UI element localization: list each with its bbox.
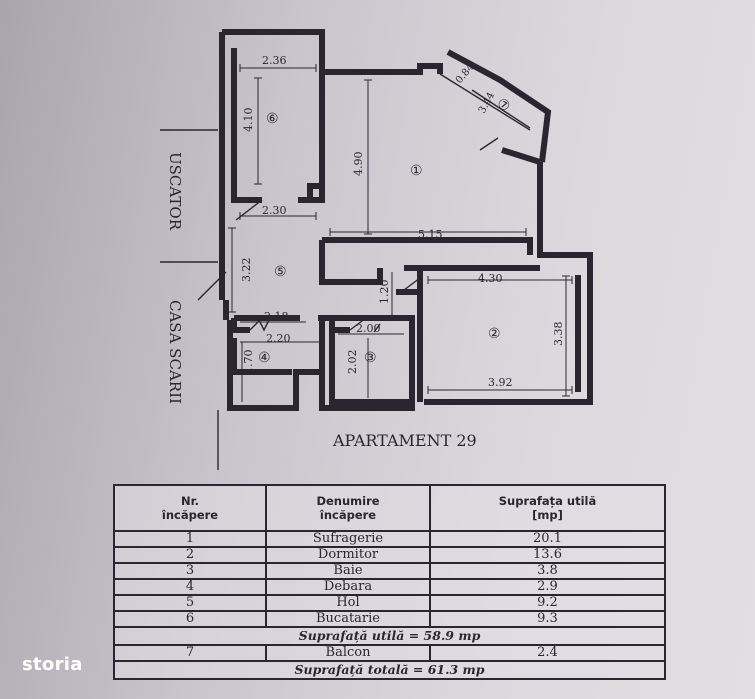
grand-total-row: Suprafață totală = 61.3 mp — [113, 660, 666, 680]
dim-label: 2.30 — [262, 204, 287, 217]
door-swings — [197, 29, 531, 333]
dim-label: 2.02 — [346, 350, 359, 375]
dim-label: 3.22 — [240, 258, 253, 283]
dim-label: 2.20 — [266, 332, 291, 345]
grand-total: Suprafață totală = 61.3 mp — [113, 660, 666, 680]
storia-watermark: storia — [22, 654, 83, 675]
inner-walls — [231, 48, 593, 408]
dimension-lines — [228, 64, 573, 402]
dim-label: 3.92 — [488, 376, 513, 389]
header-nr: Nr.încăpere — [113, 484, 267, 532]
apartment-title: APARTAMENT 29 — [332, 431, 477, 450]
room-number-1: ① — [410, 163, 423, 179]
dim-label: 2.00 — [356, 322, 381, 335]
room-number-3: ③ — [364, 350, 377, 366]
label-casa-scarii: CASA SCARII — [166, 300, 184, 404]
dim-label: 4.30 — [478, 272, 503, 285]
outer-walls — [219, 29, 593, 411]
dim-label: 5.15 — [418, 228, 443, 241]
dim-label: 2.18 — [264, 310, 289, 323]
dim-label: 4.10 — [242, 108, 255, 133]
dim-label: 4.90 — [352, 152, 365, 177]
dim-label: 3.38 — [552, 322, 565, 347]
dim-label: 3.44 — [477, 91, 497, 116]
floor-plan: 2.36 4.10 4.90 0.84 3.44 2.30 5.15 3.22 … — [160, 29, 593, 470]
room-number-2: ② — [488, 326, 501, 342]
room-number-7: ⑦ — [494, 95, 513, 115]
label-uscator: USCATOR — [166, 152, 184, 231]
useful-total: Suprafață utilă = 58.9 mp — [113, 626, 666, 646]
dim-label: 1.70 — [242, 350, 255, 375]
dim-label: 1.20 — [378, 280, 391, 305]
room-number-4: ④ — [258, 350, 271, 366]
useful-total-row: Suprafață utilă = 58.9 mp — [113, 626, 666, 646]
dim-label: 2.36 — [262, 54, 287, 67]
room-number-6: ⑥ — [266, 111, 279, 127]
header-area: Suprafața utilă[mp] — [429, 484, 666, 532]
room-number-5: ⑤ — [274, 264, 287, 280]
